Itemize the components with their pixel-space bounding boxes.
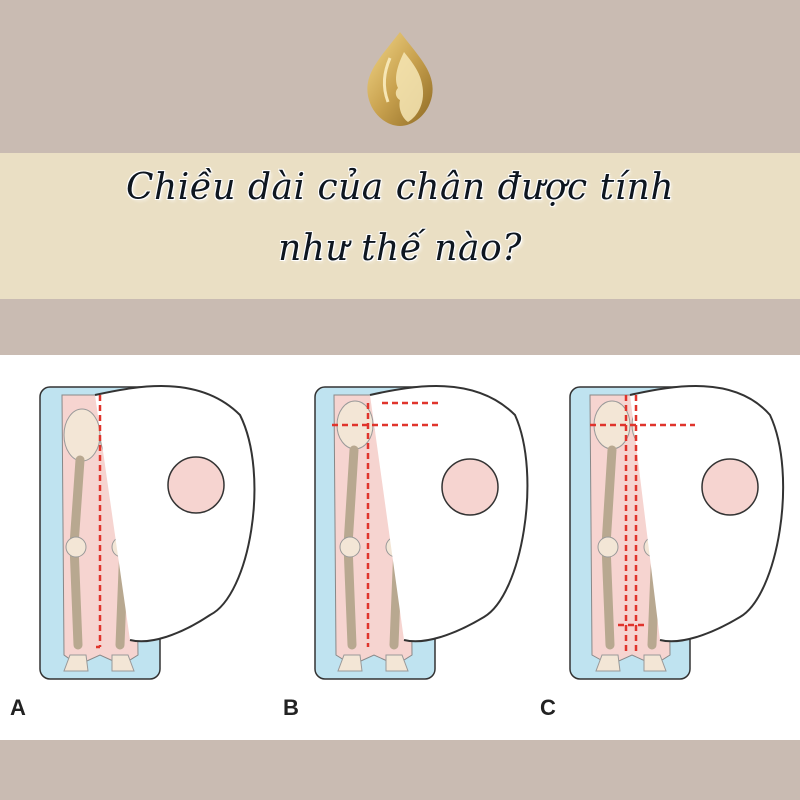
examiner-head: [701, 458, 759, 516]
title-line-1: Chiều dài của chân được tính: [125, 167, 675, 208]
bottom-band: [0, 740, 800, 800]
figure-b-diagram: [314, 385, 529, 680]
figure-label-b: B: [283, 695, 299, 720]
brand-logo-icon: [367, 32, 433, 126]
figure-a-diagram: [39, 385, 256, 680]
figure-c-diagram: [569, 385, 785, 680]
title-line-2: như thế nào?: [278, 228, 522, 269]
diagram-panel: A B C: [0, 355, 800, 740]
examiner-head: [441, 458, 499, 516]
figure-label-a: A: [10, 695, 26, 720]
examiner-head: [167, 456, 225, 514]
title-banner: [0, 153, 800, 299]
figure-label-c: C: [540, 695, 556, 720]
